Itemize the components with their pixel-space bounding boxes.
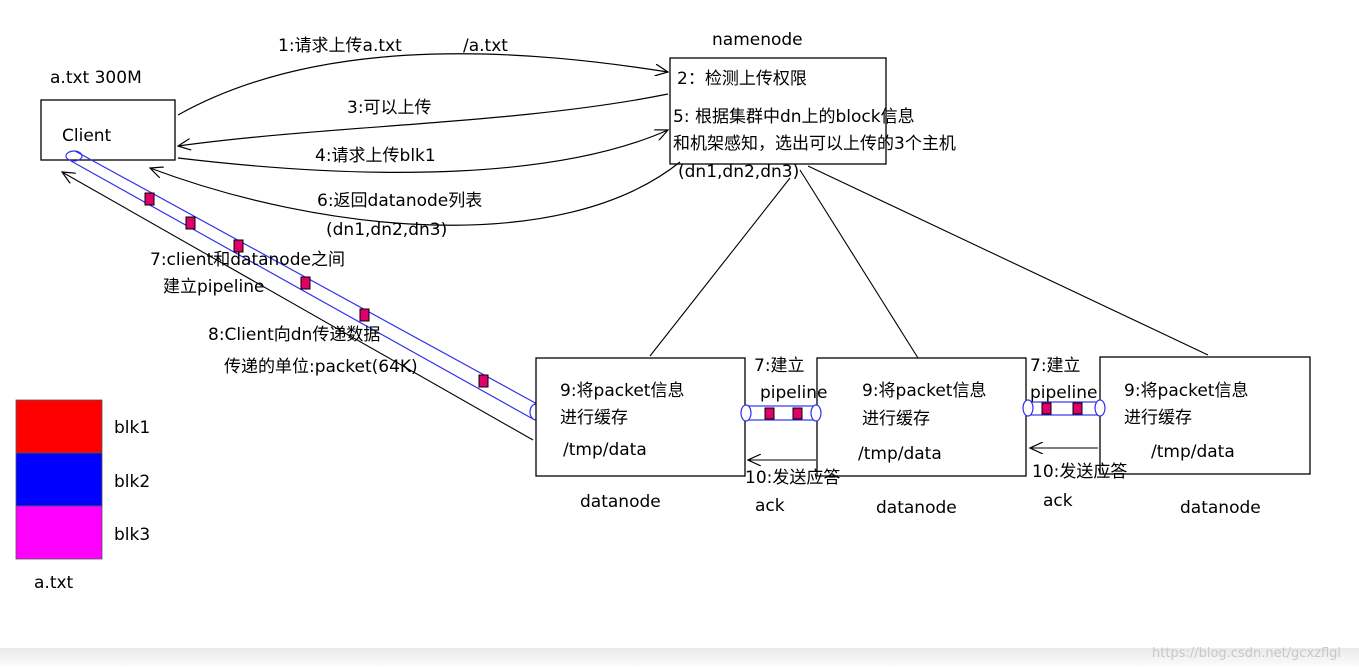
step8-label-2: 传递的单位:packet(64K) — [224, 357, 418, 377]
arrow-request-blk1 — [177, 130, 668, 173]
pipeline-tube-end-client — [65, 150, 83, 162]
packet-1 — [144, 192, 155, 206]
namenode-box — [669, 57, 887, 165]
legend-blk1-swatch — [15, 399, 103, 454]
datanode-2-title: datanode — [876, 498, 957, 518]
packet-3 — [233, 239, 244, 253]
step6-label-2: (dn1,dn2,dn3) — [326, 220, 447, 240]
pipeline-dn2-dn3-tube — [1027, 401, 1101, 416]
dn1-dn2-packet-1 — [764, 407, 775, 420]
datanode-1-title: datanode — [580, 492, 661, 512]
arrow-request-upload — [177, 53, 668, 116]
namenode-title: namenode — [712, 30, 803, 50]
step1-path-label: /a.txt — [463, 36, 508, 56]
datanode-3-line2: 进行缓存 — [1124, 408, 1192, 428]
legend-blk2-swatch — [15, 452, 103, 507]
file-info-label: a.txt 300M — [50, 68, 142, 88]
legend-blk2-label: blk2 — [114, 472, 150, 492]
arrow-return-datanodes — [150, 161, 681, 226]
datanode-1-path: /tmp/data — [563, 440, 647, 460]
dn1-dn2-packet-2 — [792, 407, 803, 420]
step6-label-1: 6:返回datanode列表 — [317, 191, 482, 211]
pipeline-dn1-dn2-end-right — [810, 404, 822, 422]
namenode-line-3: 和机架感知，选出可以上传的3个主机 — [673, 134, 956, 154]
packet-5 — [359, 308, 370, 322]
packet-2 — [185, 216, 196, 230]
datanode-2-line2: 进行缓存 — [862, 409, 930, 429]
pipeline-dn2-dn3-end-left — [1022, 399, 1034, 417]
namenode-line-4: (dn1,dn2,dn3) — [678, 162, 799, 182]
pipeline-dn1-dn2-tube — [745, 405, 817, 421]
ack-label-2b: ack — [1043, 491, 1073, 511]
ack-label-2a: 10:发送应答 — [1032, 462, 1127, 482]
pipeline-label-2a: 7:建立 — [1030, 356, 1081, 376]
bottom-shadow — [0, 648, 1359, 669]
step4-label: 4:请求上传blk1 — [315, 146, 436, 166]
legend-blk3-label: blk3 — [114, 525, 150, 545]
legend-blk1-label: blk1 — [114, 418, 150, 438]
datanode-3-path: /tmp/data — [1151, 442, 1235, 462]
ack-label-1a: 10:发送应答 — [745, 468, 840, 488]
step7-label-2: 建立pipeline — [163, 277, 264, 297]
datanode-3-box — [1099, 356, 1311, 475]
pipeline-label-2b: pipeline — [1030, 383, 1097, 403]
step7-label-1: 7:client和datanode之间 — [150, 250, 345, 270]
nn-to-dn3-line — [807, 165, 1209, 356]
datanode-2-path: /tmp/data — [858, 444, 942, 464]
datanode-1-line2: 进行缓存 — [560, 408, 628, 428]
datanode-3-line1: 9:将packet信息 — [1124, 381, 1248, 401]
client-box — [40, 99, 176, 161]
datanode-1-box — [535, 357, 746, 477]
ack-label-1b: ack — [755, 496, 785, 516]
datanode-2-box — [816, 357, 1027, 477]
packet-6 — [478, 374, 489, 388]
client-label: Client — [62, 126, 112, 146]
datanode-2-line1: 9:将packet信息 — [862, 381, 986, 401]
nn-to-dn1-line — [649, 177, 791, 357]
pipeline-label-1b: pipeline — [760, 383, 827, 403]
watermark: https://blog.csdn.net/gcxzflgl — [1152, 646, 1341, 661]
dn2-dn3-packet-2 — [1072, 402, 1083, 415]
dn2-dn3-packet-1 — [1041, 402, 1052, 415]
datanode-1-line1: 9:将packet信息 — [560, 381, 684, 401]
packet-4 — [300, 276, 311, 290]
step1-label: 1:请求上传a.txt — [278, 36, 402, 56]
legend-blk3-swatch — [15, 505, 103, 560]
step3-label: 3:可以上传 — [347, 98, 432, 118]
nn-to-dn2-line — [799, 169, 919, 359]
ack-return-line — [62, 172, 534, 441]
pipeline-label-1a: 7:建立 — [754, 356, 805, 376]
datanode-3-title: datanode — [1180, 498, 1261, 518]
namenode-line-2: 5: 根据集群中dn上的block信息 — [673, 107, 915, 127]
legend-caption: a.txt — [34, 573, 74, 593]
step8-label-1: 8:Client向dn传递数据 — [208, 325, 380, 345]
namenode-line-1: 2：检测上传权限 — [677, 69, 807, 89]
pipeline-dn1-dn2-end-left — [740, 404, 752, 422]
pipeline-dn2-dn3-end-right — [1094, 399, 1106, 417]
arrow-can-upload — [178, 93, 669, 146]
